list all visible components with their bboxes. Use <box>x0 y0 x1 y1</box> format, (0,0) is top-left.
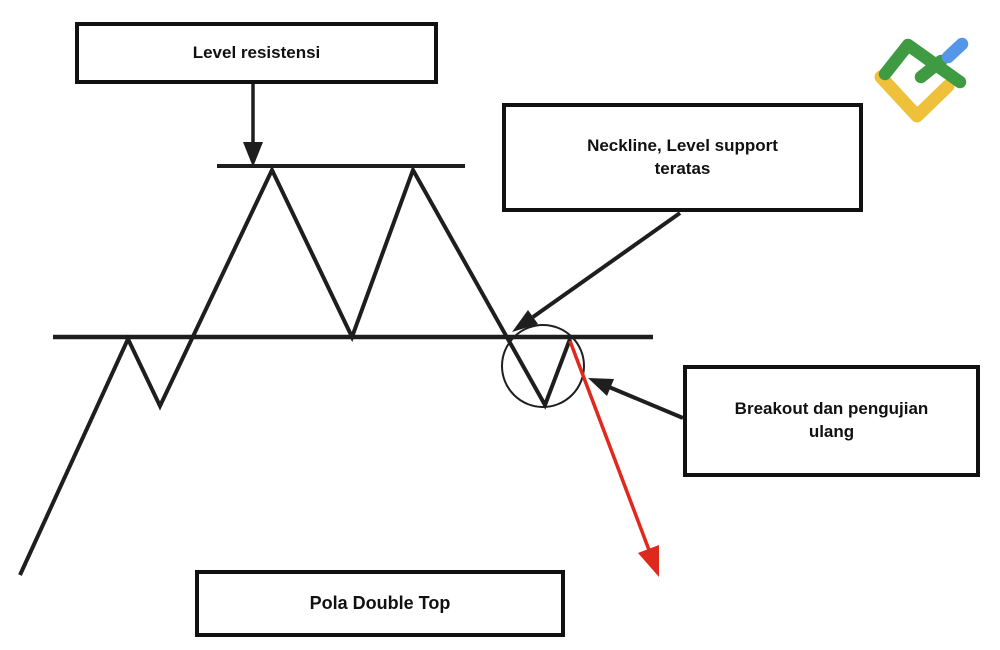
resistance-arrow <box>243 84 263 167</box>
breakout-label-box: Breakout dan pengujian ulang <box>683 365 980 477</box>
breakout-label-arrow <box>588 378 684 420</box>
resistance-label-text: Level resistensi <box>192 42 321 62</box>
brand-logo-icon <box>874 37 969 123</box>
neckline-arrow <box>512 211 682 332</box>
breakout-label-arrow-line <box>608 385 684 420</box>
breakout-price-arrowhead-icon <box>638 545 659 577</box>
breakout-price-arrow <box>568 340 659 577</box>
neckline-arrow-line <box>531 211 682 319</box>
neckline-label-box: Neckline, Level support teratas <box>502 103 863 212</box>
price-polyline <box>18 165 572 576</box>
logo-yellow-check <box>874 70 955 123</box>
retest-highlight-circle <box>501 324 585 408</box>
pattern-title-box: Pola Double Top <box>195 570 565 637</box>
logo-blue-accent <box>941 37 969 64</box>
resistance-label-box: Level resistensi <box>75 22 438 84</box>
resistance-arrowhead-icon <box>243 142 263 167</box>
neckline-arrowhead-icon <box>512 310 538 332</box>
breakout-label-text: Breakout dan pengujian ulang <box>734 399 929 441</box>
logo-green-stroke <box>878 38 967 89</box>
breakout-price-arrow-line <box>568 340 651 551</box>
pattern-title-text: Pola Double Top <box>309 593 451 614</box>
logo-green-crossbar <box>914 54 948 84</box>
neckline-label-text: Neckline, Level support teratas <box>587 135 778 178</box>
breakout-label-arrowhead-icon <box>588 378 614 396</box>
